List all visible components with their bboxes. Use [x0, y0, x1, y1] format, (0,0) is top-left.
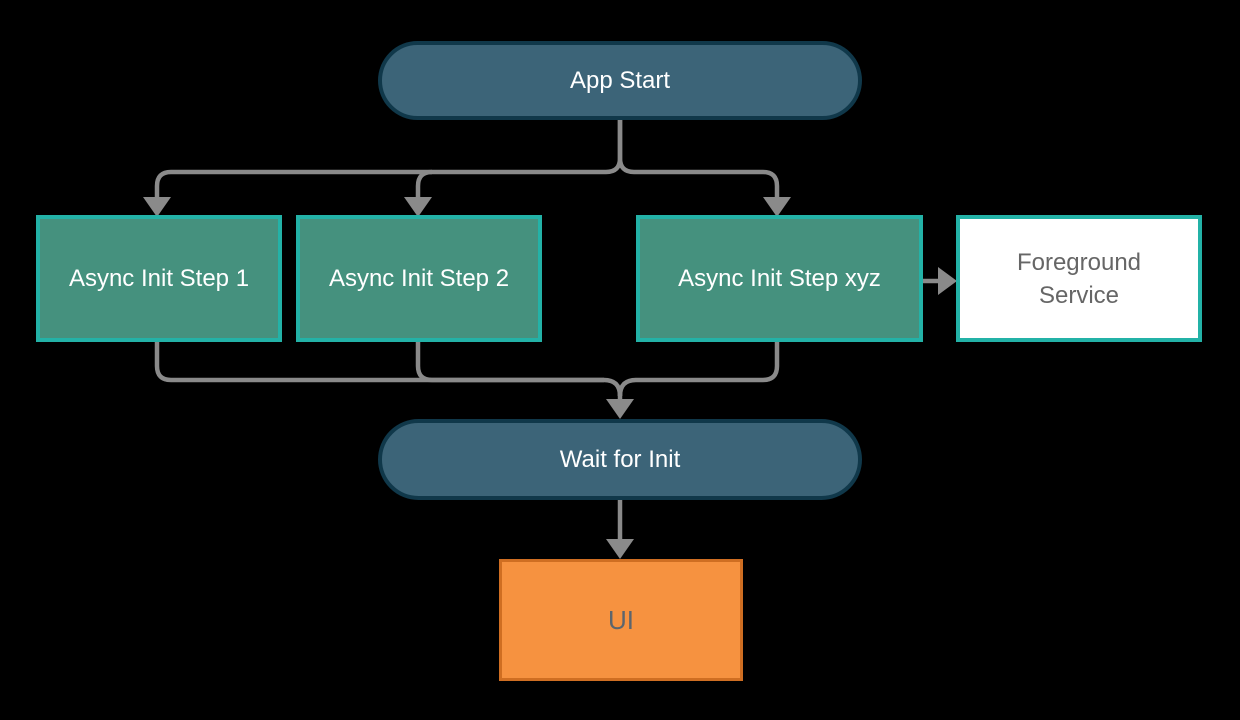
edge-stepxyz-wait [617, 342, 780, 397]
node-async-init-step-1-label: Async Init Step 1 [68, 265, 250, 292]
node-async-init-step-2: Async Init Step 2 [296, 215, 542, 342]
edge-appstart-step2 [415, 169, 433, 198]
edge-appstart-stepxyz [617, 120, 780, 198]
node-ui: UI [499, 559, 743, 681]
node-app-start-label: App Start [569, 67, 671, 94]
node-async-init-step-xyz: Async Init Step xyz [636, 215, 923, 342]
arrowhead-foreground [938, 267, 957, 295]
node-wait-for-init: Wait for Init [378, 419, 862, 500]
arrowhead-ui [606, 539, 634, 559]
node-wait-for-init-label: Wait for Init [559, 446, 681, 473]
arrowhead-wait [606, 399, 634, 419]
edge-appstart-step1 [154, 120, 623, 198]
edge-step1-wait [154, 342, 623, 397]
node-async-init-step-2-label: Async Init Step 2 [328, 265, 510, 292]
edge-step2-wait [415, 342, 604, 383]
node-async-init-step-xyz-label: Async Init Step xyz [678, 265, 881, 292]
node-foreground-service-label: Foreground Service [1016, 248, 1142, 309]
arrowhead-stepxyz [763, 197, 791, 217]
node-ui-label: UI [608, 604, 634, 635]
arrowhead-step1 [143, 197, 171, 217]
node-app-start: App Start [378, 41, 862, 120]
node-async-init-step-1: Async Init Step 1 [36, 215, 282, 342]
arrowhead-step2 [404, 197, 432, 217]
node-foreground-service: Foreground Service [956, 215, 1202, 342]
